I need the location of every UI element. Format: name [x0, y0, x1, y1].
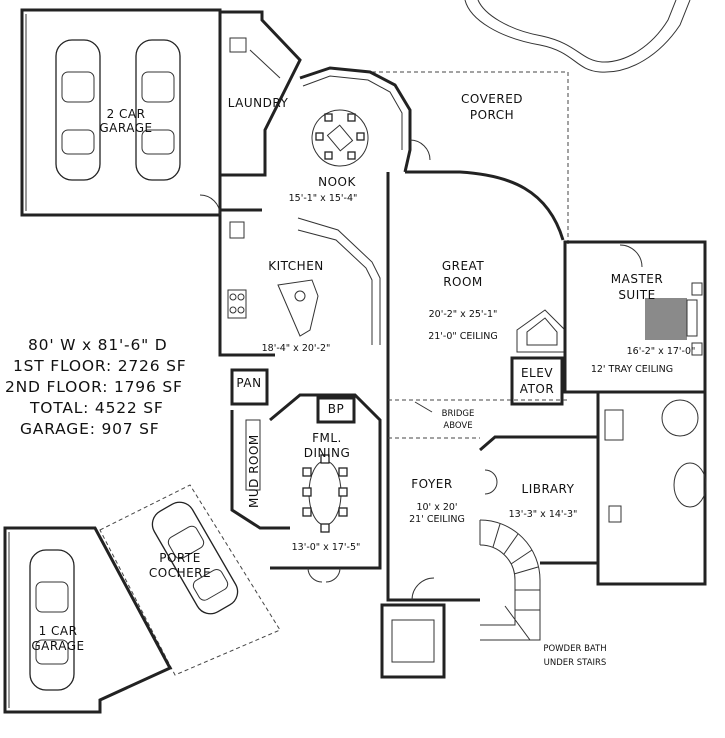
- kitchen-walls: [218, 208, 275, 357]
- elevator-label-line1: ELEV: [521, 366, 553, 380]
- laundry-counter: [249, 49, 281, 79]
- powder-bath-label-line1: POWDER BATH: [543, 644, 606, 654]
- kitchen-counter-edge: [297, 229, 373, 345]
- foyer-size: 10' x 20': [416, 502, 457, 513]
- master-suite-ceiling: 12' TRAY CEILING: [591, 364, 673, 375]
- stove-icon: [227, 289, 247, 319]
- door-swing: [307, 567, 341, 583]
- two-car-garage-label-line1: 2 CAR: [107, 107, 146, 121]
- powder-bath-label-line2: UNDER STAIRS: [544, 658, 607, 668]
- master-suite-label-line1: MASTER: [611, 272, 663, 286]
- great-room-label-line2: ROOM: [443, 275, 483, 289]
- bridge-above-dash: [388, 399, 570, 439]
- bp-walls: [316, 396, 356, 424]
- kitchen-island: [277, 279, 319, 337]
- library-label: LIBRARY: [522, 482, 575, 496]
- kitchen-counter: [297, 217, 381, 345]
- pantry-label: PAN: [236, 376, 261, 390]
- mud-room-label: MUD ROOM: [247, 434, 261, 508]
- fireplace-icon: [516, 309, 566, 353]
- door-swing: [409, 139, 431, 161]
- porte-cochere-label-line1: PORTE: [159, 551, 201, 565]
- foyer-ceiling: 21' CEILING: [409, 514, 465, 525]
- elevator-label-line2: ATOR: [520, 382, 554, 396]
- great-room-ceiling: 21'-0" CEILING: [428, 331, 498, 342]
- great-room-label-line1: GREAT: [442, 259, 484, 273]
- laundry-label: LAUNDRY: [228, 96, 289, 110]
- foyer-label: FOYER: [411, 477, 452, 491]
- dining-label-line2: DINING: [304, 446, 351, 460]
- shower-icon: [661, 399, 699, 437]
- dining-label-line1: FML.: [312, 431, 342, 445]
- laundry-walls: [220, 10, 302, 177]
- nook-size: 15'-1" x 15'-4": [289, 193, 358, 204]
- spiral-stair-icon: [479, 519, 541, 641]
- stats-garage: GARAGE: 907 SF: [20, 420, 160, 438]
- kitchen-label: KITCHEN: [268, 259, 324, 273]
- two-car-garage-label-line2: GARAGE: [99, 121, 152, 135]
- two-car-garage-walls: [20, 8, 222, 217]
- bed-icon: [645, 298, 687, 340]
- bridge-leader: [414, 401, 433, 413]
- tub-icon: [673, 462, 707, 508]
- pool-inner-outline: [477, 0, 677, 63]
- porch-boundary: [372, 71, 569, 245]
- door-swing: [411, 577, 435, 601]
- nook-table-icon: [311, 109, 369, 167]
- great-room-size: 20'-2" x 25'-1": [429, 309, 498, 320]
- door-swing: [619, 244, 643, 268]
- pool-outline: [464, 0, 691, 73]
- bp-label: BP: [328, 402, 344, 416]
- kitchen-size: 18'-4" x 20'-2": [262, 343, 331, 354]
- great-room-bay-walls: [405, 170, 565, 241]
- bridge-label-line2: ABOVE: [443, 421, 472, 431]
- one-car-garage-label-line1: 1 CAR: [39, 624, 78, 638]
- powder-bath-leader: [504, 605, 531, 641]
- stats-total: TOTAL: 4522 SF: [29, 399, 164, 417]
- master-bath-walls: [596, 390, 707, 586]
- stats-second-floor: 2ND FLOOR: 1796 SF: [5, 378, 183, 396]
- pantry-walls: [230, 368, 269, 406]
- mud-room-walls: [230, 410, 290, 530]
- dining-size: 13'-0" x 17'-5": [292, 542, 361, 553]
- door-swing: [199, 194, 221, 216]
- covered-porch-label-line1: COVERED: [461, 92, 523, 106]
- car-icon: [135, 39, 181, 181]
- nook-window-line: [302, 75, 403, 150]
- stats-first-floor: 1ST FLOOR: 2726 SF: [13, 357, 186, 375]
- one-car-garage-label-line2: GARAGE: [31, 639, 84, 653]
- dining-walls: [269, 393, 382, 570]
- dining-table-icon: [302, 454, 348, 533]
- entry-stoop: [380, 603, 446, 679]
- library-size: 13'-3" x 14'-3": [509, 509, 578, 520]
- foyer-walls: [386, 440, 480, 602]
- toilet-icon: [608, 505, 622, 523]
- car-icon: [151, 501, 239, 615]
- porte-cochere-label-line2: COCHERE: [149, 566, 211, 580]
- kitchen-sink-icon: [229, 221, 245, 239]
- car-icon: [55, 39, 101, 181]
- nook-bay-walls: [299, 66, 412, 173]
- car-icon: [29, 549, 75, 691]
- stats-dimensions: 80' W x 81'-6" D: [28, 336, 168, 354]
- elevator-walls: [510, 356, 564, 406]
- one-car-garage-walls: [3, 526, 173, 714]
- master-suite-size: 16'-2" x 17'-0": [627, 346, 696, 357]
- door-swing: [484, 469, 498, 495]
- laundry-sink-icon: [229, 37, 247, 53]
- bridge-label-line1: BRIDGE: [442, 409, 475, 419]
- nook-label: NOOK: [318, 175, 356, 189]
- covered-porch-label-line2: PORCH: [470, 108, 514, 122]
- master-suite-label-line2: SUITE: [618, 288, 655, 302]
- library-walls: [479, 435, 600, 565]
